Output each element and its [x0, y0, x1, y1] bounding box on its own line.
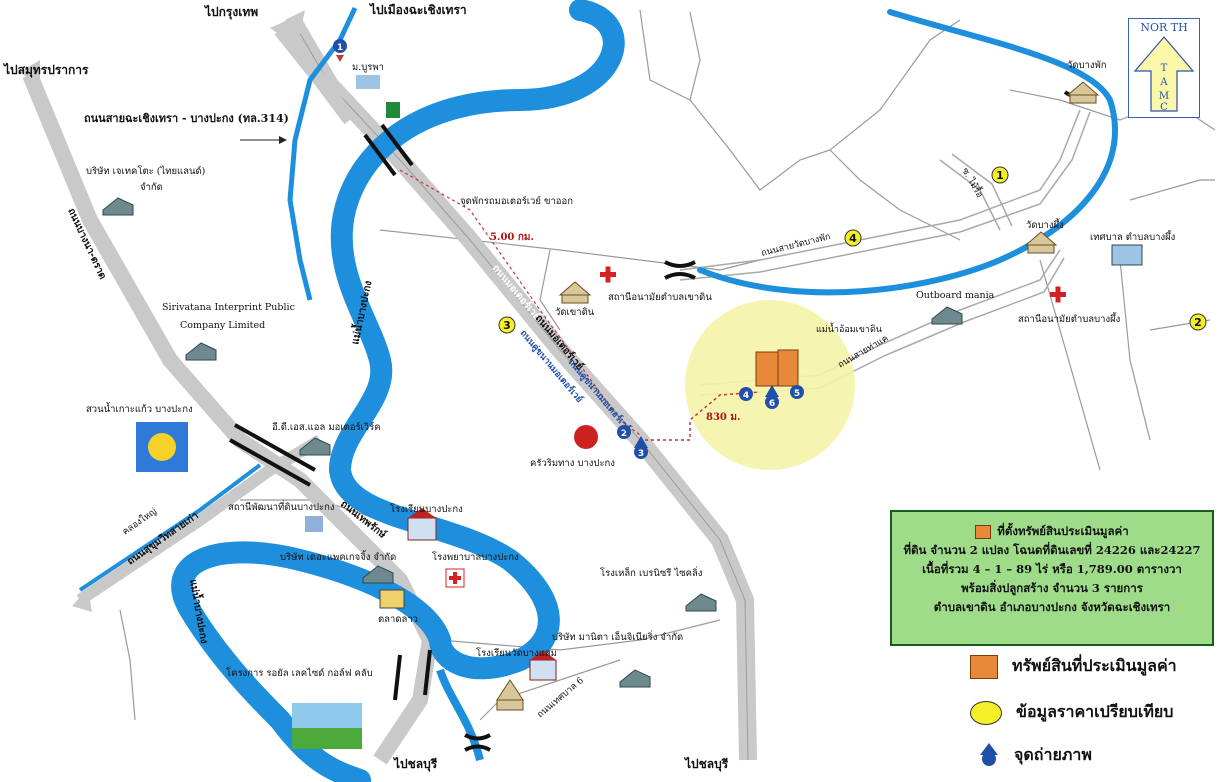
- photo-6: 6: [769, 399, 775, 409]
- label-garden: สวนน้ำเกาะแก้ว บางปะกง: [86, 402, 193, 415]
- dir-chonburi-right: ไปชลบุรี: [683, 756, 729, 772]
- route-830: [645, 391, 761, 441]
- key-property-swatch: [970, 654, 998, 679]
- dir-chonburi-left: ไปชลบุรี: [392, 756, 438, 772]
- label-restaurant: ครัวริมทาง บางปะกง: [530, 458, 615, 469]
- label-school: โรงเรียนบางปะกง: [390, 503, 463, 515]
- marker-1: 1: [996, 169, 1004, 182]
- label-khlong-yai: คลองใหญ่: [120, 506, 159, 538]
- legend-swatch: [975, 524, 992, 539]
- marker-4: 4: [849, 232, 857, 245]
- health-icons: [445, 266, 1066, 588]
- north-letter-t: T: [1161, 63, 1168, 74]
- key-photo: จุดถ่ายภาพ: [978, 742, 1092, 768]
- label-rest-area: จุดพักรถมอเตอร์เวย์ ขาออก: [460, 195, 573, 207]
- label-manita: บริษัท มานิตา เอ็นจิเนียริ่ง จำกัด: [552, 630, 683, 643]
- property-parcels: [755, 349, 799, 387]
- key-comparable-label: ข้อมูลราคาเปรียบเทียบ: [1016, 702, 1174, 721]
- road-314: [285, 10, 757, 761]
- photo-points: [333, 39, 804, 459]
- road-sukhumvit-blue: [78, 463, 262, 592]
- river-bang-pakong: [171, 0, 625, 782]
- label-health-khao-din: สถานีอนามัยตำบลเขาดิน: [608, 291, 712, 303]
- label-wat-bang-phak-road: ถนนสายวัดบางพัก: [760, 232, 831, 259]
- label-market: ตลาดลาว: [378, 614, 418, 625]
- photo-point-icon: [980, 743, 998, 766]
- legend-line-3: พร้อมสิ่งปลูกสร้าง จำนวน 3 รายการ: [961, 581, 1143, 595]
- label-m-burapha: ม.บูรพา: [352, 62, 384, 73]
- photo-4: 4: [743, 391, 749, 401]
- label-distance-500: 5.00 กม.: [490, 232, 534, 243]
- north-letter-a: A: [1159, 77, 1168, 88]
- label-sirivatana-1: Sirivatana Interprint Public: [162, 302, 295, 313]
- dir-samutprakan: ไปสมุทรปราการ: [2, 62, 89, 78]
- marker-3: 3: [503, 319, 511, 332]
- label-idl: อี.ดี.เอส.แอล มอเตอร์เวิร์ค: [272, 421, 381, 433]
- temple-icons: [496, 81, 1100, 711]
- road-to-bangkok: [270, 18, 356, 125]
- label-access: แม่น้ำอ้อมเขาดิน: [816, 322, 882, 335]
- key-photo-label: จุดถ่ายภาพ: [1014, 744, 1092, 764]
- key-property-label: ทรัพย์สินที่ประเมินมูลค่า: [1012, 656, 1177, 675]
- label-wat-bang-phueng: วัดบางผึ้ง: [1026, 218, 1064, 231]
- photo-point-labels: 1 2 3 4 5 6: [337, 43, 800, 459]
- label-tessaban-bang-phueng: เทศบาล ตำบลบางผึ้ง: [1090, 230, 1175, 243]
- label-company-pack: บริษัท เดอะแพคเกจจิ้ง จำกัด: [280, 550, 396, 563]
- key-comparable-swatch: [970, 700, 1002, 725]
- legend-line-4: ตำบลเขาดิน อำเภอบางปะกง จังหวัดฉะเชิงเทร…: [933, 600, 1171, 614]
- key-property: ทรัพย์สินที่ประเมินมูลค่า: [970, 654, 1177, 679]
- label-landoffice: สถานีพัฒนาที่ดินบางปะกง: [228, 500, 335, 513]
- road-sukhumvit: [72, 434, 324, 612]
- north-label: NOR TH: [1140, 21, 1188, 34]
- label-tecnotec-2: จำกัด: [140, 182, 163, 193]
- photo-3: 3: [638, 449, 644, 459]
- label-distance-830: 830 ม.: [706, 412, 740, 423]
- golf-green: [292, 728, 362, 749]
- label-tessaban6: ถนนเทศบาล 6: [536, 676, 587, 721]
- school-icons: [305, 75, 1143, 681]
- label-hw314: ถนนสายฉะเชิงเทรา - บางปะกง (ทล.314): [84, 112, 289, 125]
- label-wat-bang-phak: วัดบางพัก: [1067, 60, 1107, 71]
- label-health-bang-phueng: สถานีอนามัยตำบลบางผึ้ง: [1018, 312, 1120, 325]
- factory-icons: [102, 197, 963, 688]
- bridges: [229, 90, 1087, 752]
- garden-logo: [148, 433, 176, 461]
- label-motorway-1: ถนนมอเตอร์เวย์: [490, 262, 543, 322]
- label-wat-khao-din: วัดเขาดิน: [555, 307, 595, 318]
- road-bangna-trad: [20, 60, 439, 765]
- label-outboard: Outboard mania: [916, 290, 995, 301]
- north-letter-m: M: [1159, 91, 1169, 102]
- marker-2: 2: [1194, 316, 1202, 329]
- photo-5: 5: [794, 389, 800, 399]
- dir-bangkok: ไปกรุงเทพ: [203, 4, 258, 20]
- legend-line-1: ที่ดิน จำนวน 2 แปลง โฉนดที่ดินเลขที่ 242…: [903, 543, 1201, 557]
- label-hospital: โรงพยาบาลบางปะกง: [432, 551, 519, 563]
- comparable-markers: [498, 166, 1207, 334]
- label-tecnotec: บริษัท เจเทคโตะ (ไทยแลนด์): [86, 165, 205, 177]
- dir-chachoengsao: ไปเมืองฉะเชิงเทรา: [368, 2, 467, 17]
- north-arrow: NOR TH T A M C: [1128, 18, 1200, 118]
- label-steel: โรงเหล็ก เบรนิซรี ไซคลิ่ง: [600, 566, 702, 579]
- label-golf: โครงการ รอยัล เลคไซด์ กอล์ฟ คลับ: [226, 667, 373, 679]
- legend-line-2: เนื้อที่รวม 4 – 1 – 89 ไร่ หรือ 1,789.00…: [922, 562, 1182, 576]
- photo-1: 1: [337, 43, 343, 53]
- key-comparable: ข้อมูลราคาเปรียบเทียบ: [970, 700, 1173, 725]
- river-northeast: [697, 9, 1118, 296]
- label-sirivatana-2: Company Limited: [180, 320, 265, 331]
- north-letter-c: C: [1160, 102, 1168, 113]
- comparable-marker-labels: 1 2 3 4: [503, 169, 1202, 332]
- photo-2: 2: [621, 429, 627, 439]
- legend-title: ที่ตั้งทรัพย์สินประเมินมูลค่า: [997, 524, 1129, 538]
- label-school2: โรงเรียนวัดบางแสม: [476, 647, 557, 659]
- legend-box: ที่ตั้งทรัพย์สินประเมินมูลค่า ที่ดิน จำน…: [890, 510, 1214, 646]
